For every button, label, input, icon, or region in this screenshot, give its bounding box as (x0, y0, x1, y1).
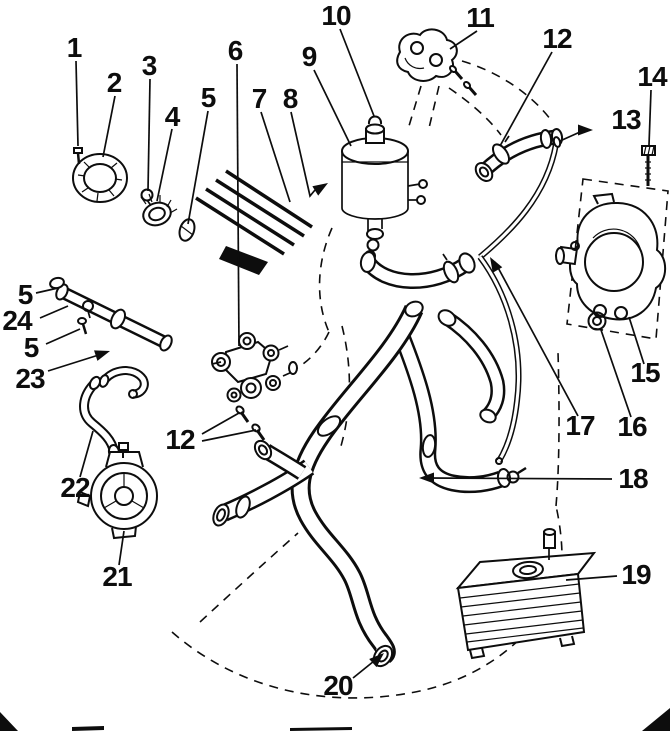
hook-hose (98, 366, 149, 399)
main-y-hose (212, 300, 424, 668)
hose-clamp (235, 495, 251, 519)
callout-15-14: 15 (630, 357, 660, 388)
leader-arrowheads (94, 124, 593, 668)
callout-3-2: 3 (141, 50, 158, 81)
callout-7-6: 7 (251, 83, 268, 114)
mounting-bracket (396, 28, 458, 82)
callout-9-8: 9 (301, 41, 318, 72)
grommet-seal (72, 153, 128, 203)
callout-19-18: 19 (621, 559, 651, 590)
pipe-screw (77, 317, 87, 325)
pipe-cap (49, 276, 65, 290)
callout-1-0: 1 (66, 32, 83, 63)
callout-14-13: 14 (637, 61, 667, 92)
upper-right-hose (474, 128, 564, 182)
hose-clamp (316, 415, 342, 437)
callout-16-15: 16 (617, 411, 647, 442)
callout-10-9: 10 (321, 0, 351, 31)
callout-4-3: 4 (164, 101, 181, 132)
hose-clamp (421, 434, 437, 458)
air-filter-box (455, 528, 597, 660)
callout-21-20: 21 (102, 561, 132, 592)
callout-22-21: 22 (60, 472, 90, 503)
callout-18-17: 18 (618, 463, 648, 494)
callout-2-1: 2 (106, 67, 123, 98)
page-edge-artifacts (0, 708, 670, 731)
callout-8-7: 8 (282, 83, 299, 114)
callout-17-16: 17 (565, 410, 595, 441)
cap-fitting (178, 218, 196, 242)
callout-20-19: 20 (323, 670, 353, 701)
callout-13-12: 13 (611, 104, 641, 135)
curved-hose-right (437, 309, 506, 424)
control-valve-assembly (211, 332, 298, 403)
callout-11-10: 11 (466, 2, 495, 33)
bottom-pump (76, 442, 158, 540)
lower-right-hose (391, 325, 527, 494)
reservoir-loop (368, 115, 382, 125)
bolt (641, 145, 656, 186)
fitting-and-clamp (140, 188, 178, 227)
callout-5-4: 5 (200, 82, 217, 113)
leader-lines (35, 28, 652, 679)
vacuum-reservoir (341, 115, 428, 262)
callout-6-5: 6 (227, 35, 244, 66)
screw-small (73, 147, 83, 165)
valve-screws (235, 405, 266, 441)
callout-12-11: 12 (542, 23, 572, 54)
hose-clamp (442, 260, 460, 284)
thin-vacuum-hose (477, 136, 562, 465)
s-hose (79, 375, 121, 460)
callout-24-23: 24 (2, 305, 32, 336)
sealing-ring (587, 311, 607, 331)
air-pump (555, 192, 667, 321)
engine-fins (195, 169, 313, 275)
callout-12-26: 12 (165, 424, 195, 455)
metal-pipe (49, 276, 173, 352)
reservoir-hose (359, 251, 476, 289)
callout-5-25: 5 (23, 332, 40, 363)
callout-5-24: 5 (17, 279, 34, 310)
clamp-screws-top (448, 64, 478, 96)
hose-clamp (492, 143, 510, 165)
callout-23-22: 23 (15, 363, 45, 394)
